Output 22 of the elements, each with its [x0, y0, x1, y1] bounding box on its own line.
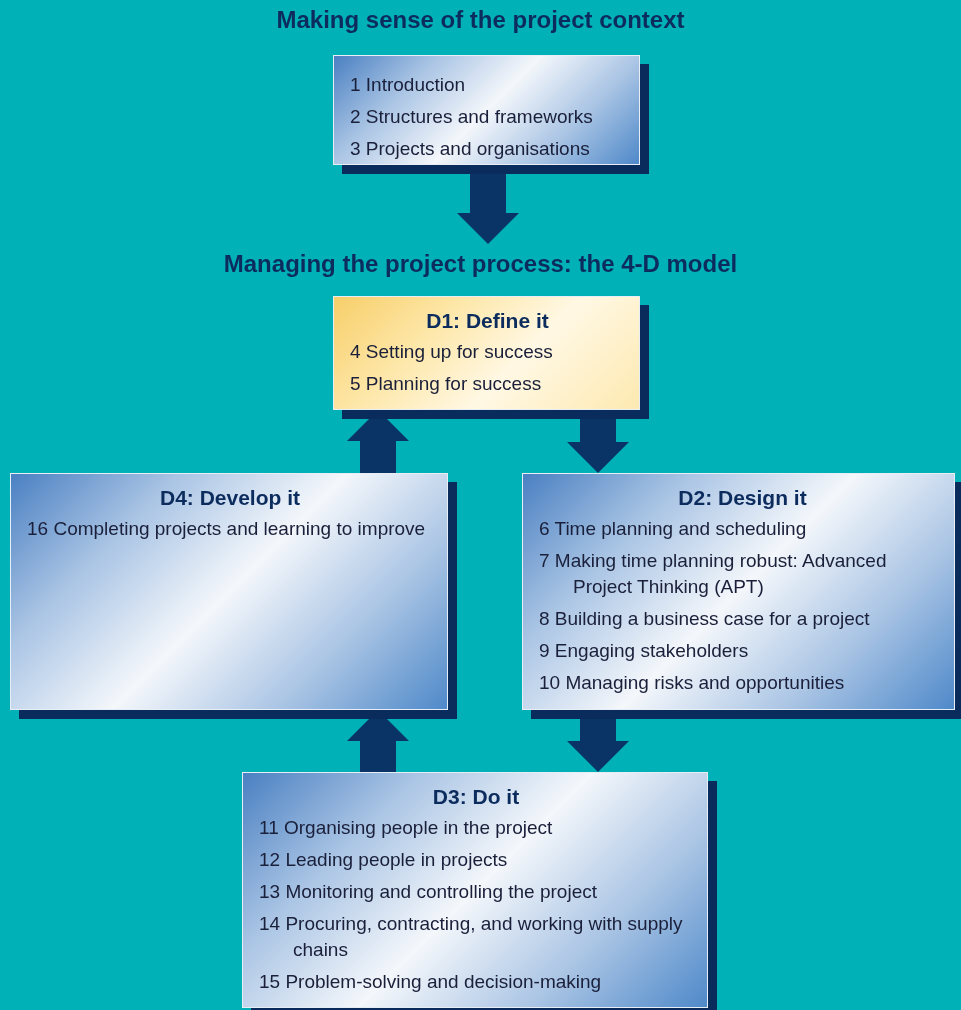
- chapter-item: 16 Completing projects and learning to improve: [27, 517, 427, 541]
- chapter-item: 12 Leading people in projects: [259, 848, 509, 872]
- chapter-item: 7 Making time planning robust: Advanced Project Thinking (APT): [539, 549, 888, 599]
- chapter-item: 11 Organising people in the project: [259, 816, 554, 840]
- section-heading: Managing the project process: the 4-D model: [100, 244, 861, 286]
- chapter-item: 15 Problem-solving and decision-making: [259, 970, 603, 994]
- chapter-item: 14 Procuring, contracting, and working with supply chains: [259, 912, 684, 962]
- chapter-item: 3 Projects and organisations: [350, 137, 591, 161]
- phase-heading: D3: Do it: [431, 785, 521, 809]
- phase-heading: D2: Design it: [677, 486, 808, 510]
- chapter-item: 8 Building a business case for a project: [539, 607, 871, 631]
- diagram-title: Making sense of the project context: [275, 6, 686, 34]
- phase-heading: D4: Develop it: [159, 486, 301, 510]
- chapter-item: 5 Planning for success: [350, 372, 543, 396]
- phase-heading: D1: Define it: [425, 309, 550, 333]
- chapter-item: 9 Engaging stakeholders: [539, 639, 750, 663]
- chapter-item: 6 Time planning and scheduling: [539, 517, 808, 541]
- chapter-item: 13 Monitoring and controlling the project: [259, 880, 598, 904]
- chapter-item: 10 Managing risks and opportunities: [539, 671, 846, 695]
- chapter-item: 4 Setting up for success: [350, 340, 554, 364]
- chapter-item: 2 Structures and frameworks: [350, 105, 594, 129]
- chapter-item: 1 Introduction: [350, 73, 467, 97]
